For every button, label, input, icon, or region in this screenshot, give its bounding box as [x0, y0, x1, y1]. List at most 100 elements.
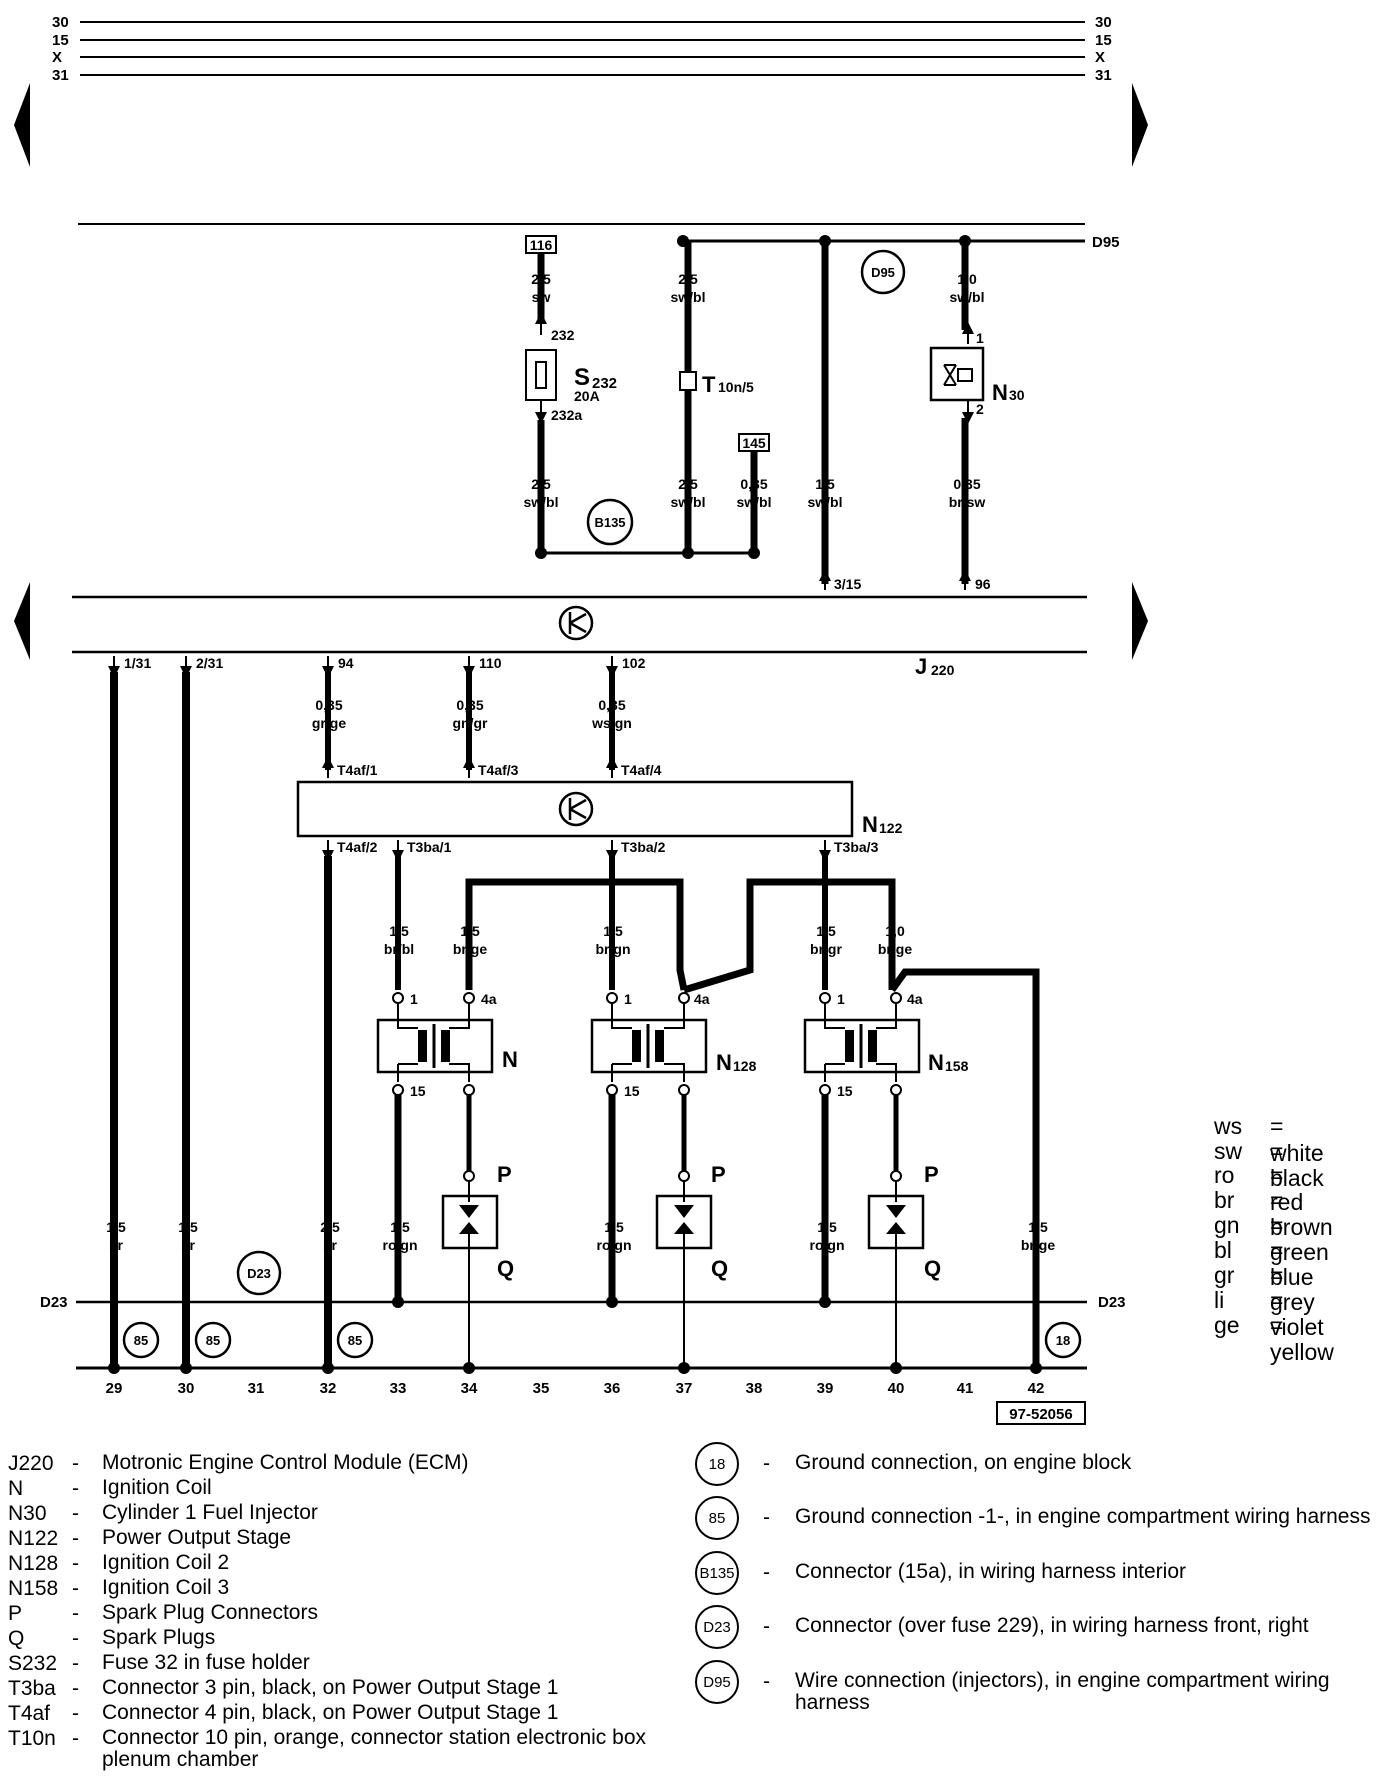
ground-symbol-icon: D23	[695, 1605, 739, 1649]
legend-desc: Fuse 32 in fuse holder	[102, 1651, 310, 1674]
d23-bus-label-right: D23	[1098, 1294, 1126, 1311]
pin-t3ba1: T3ba/1	[407, 839, 452, 855]
ground-desc: Ground connection -1-, in engine compart…	[795, 1505, 1371, 1528]
ground-85-3-icon	[336, 1321, 374, 1359]
ref-116: 116	[530, 237, 553, 253]
rail-31-right: 31	[1095, 67, 1112, 84]
legend-row: N158-Ignition Coil 3	[0, 1577, 700, 1602]
column-35: 35	[533, 1380, 550, 1397]
pin-110: 110	[479, 655, 502, 671]
color-name-text: green	[1270, 1239, 1329, 1265]
n122-sub: 122	[879, 820, 903, 836]
rail-31-left: 31	[52, 67, 69, 84]
gb-junction-30	[180, 1362, 192, 1374]
wire-color-42: br/ge	[1021, 1237, 1055, 1253]
top-rails	[80, 21, 1085, 76]
wire-color-145: sw/bl	[736, 494, 771, 510]
legend-desc: Spark Plug Connectors	[102, 1601, 318, 1624]
legend-dash: -	[72, 1577, 79, 1600]
color-code: gr	[1214, 1262, 1235, 1288]
legend-dash: -	[72, 1502, 79, 1525]
wire-size-fuse-top: 2,5	[531, 271, 551, 287]
fuse-sub: 232	[592, 375, 617, 392]
color-name: = blue	[1270, 1237, 1314, 1290]
pin-94: 94	[338, 655, 354, 671]
legend-desc: Power Output Stage	[102, 1526, 292, 1549]
wire-size-33: 1,5	[390, 1219, 410, 1235]
color-name-text: blue	[1270, 1264, 1314, 1290]
legend-code: Q	[8, 1627, 25, 1650]
color-name: = brown	[1270, 1187, 1333, 1240]
ground-85-1-label: 85	[134, 1333, 148, 1348]
legend-row: Q -Spark Plugs	[0, 1627, 700, 1652]
coil2-pin-1: 1	[624, 991, 632, 1007]
continue-left-arrow-mid	[14, 582, 30, 660]
injector-name: N	[992, 380, 1008, 405]
rail-30-left: 30	[52, 14, 69, 31]
n122-name: N	[862, 812, 878, 837]
wire-size-fuse-bottom: 2,5	[531, 476, 551, 492]
color-name: = green	[1270, 1212, 1329, 1265]
legend-dash: -	[72, 1727, 79, 1750]
column-29: 29	[106, 1380, 123, 1397]
legend-code: N128	[8, 1552, 59, 1575]
color-name-text: violet	[1270, 1314, 1324, 1340]
coil1-pin-15: 15	[410, 1083, 426, 1099]
gb-junction-42	[1030, 1362, 1042, 1374]
color-name-text: black	[1270, 1165, 1324, 1191]
fuse-terminal-232a: 232a	[551, 407, 582, 423]
ground-desc: Connector (over fuse 229), in wiring har…	[795, 1614, 1309, 1637]
b135-junction-1	[535, 547, 547, 559]
wire-size-d95-ecm: 1,5	[815, 476, 835, 492]
legend-desc: Ignition Coil 3	[102, 1576, 230, 1599]
ground-dash: -	[763, 1452, 770, 1475]
legend-dash: -	[72, 1677, 79, 1700]
wire-color-coil1-1: br/bl	[384, 941, 414, 957]
coil2-pin-15: 15	[624, 1083, 640, 1099]
pin-315: 3/15	[834, 576, 861, 592]
legend-desc: Ignition Coil 2	[102, 1551, 230, 1574]
legend-code: T3ba	[8, 1677, 56, 1700]
pin-t3ba2: T3ba/2	[621, 839, 666, 855]
color-name-text: yellow	[1270, 1339, 1334, 1365]
d95-bus-label: D95	[1092, 234, 1120, 251]
spark-plug-q-1: Q	[497, 1256, 514, 1281]
wire-color-32: br	[323, 1237, 338, 1253]
legend-desc: Spark Plugs	[102, 1626, 216, 1649]
diagram-id-box	[996, 1401, 1086, 1425]
legend-code: N30	[8, 1502, 47, 1525]
legend-dash: -	[72, 1627, 79, 1650]
color-code: gn	[1214, 1212, 1240, 1238]
injector-pin-2: 2	[976, 401, 984, 417]
color-code: ws	[1214, 1113, 1243, 1139]
b135-circle-label: B135	[594, 515, 625, 530]
wire-size-coil1-4a: 1,5	[460, 923, 480, 939]
wire-size-36: 1,5	[604, 1219, 624, 1235]
legend-row: S232-Fuse 32 in fuse holder	[0, 1652, 700, 1677]
injector-n30-body	[929, 346, 985, 402]
pin-t4af1: T4af/1	[337, 762, 378, 778]
wire-size-39: 1,5	[817, 1219, 837, 1235]
rail-x-left: X	[52, 49, 62, 66]
rail-15-right: 15	[1095, 32, 1112, 49]
ecm-name: J	[915, 654, 927, 679]
spark-plug-1	[441, 1170, 499, 1368]
legend-row: N-Ignition Coil	[0, 1477, 700, 1502]
legend-row: T4af-Connector 4 pin, black, on Power Ou…	[0, 1702, 700, 1727]
ecm-electronics-icon	[558, 605, 594, 641]
rail-x-right: X	[1095, 49, 1105, 66]
color-name: = yellow	[1270, 1312, 1334, 1365]
wire-color-30: br	[181, 1237, 196, 1253]
wire-color-t4af4: ws/gn	[591, 715, 632, 731]
color-code: bl	[1214, 1237, 1232, 1263]
wire-color-coil2-1: br/gn	[596, 941, 631, 957]
legend-desc: Connector 10 pin, orange, connector stat…	[102, 1726, 647, 1771]
ground-symbol-icon: B135	[695, 1551, 739, 1595]
coil3-pin-1: 1	[837, 991, 845, 1007]
color-code: ro	[1214, 1162, 1235, 1188]
legend-desc: Connector 3 pin, black, on Power Output …	[102, 1676, 559, 1699]
d23-bus-label-left: D23	[40, 1294, 68, 1311]
legend-row: N128-Ignition Coil 2	[0, 1552, 700, 1577]
wire-color-33: ro/gn	[383, 1237, 418, 1253]
gb-junction-37	[678, 1362, 690, 1374]
